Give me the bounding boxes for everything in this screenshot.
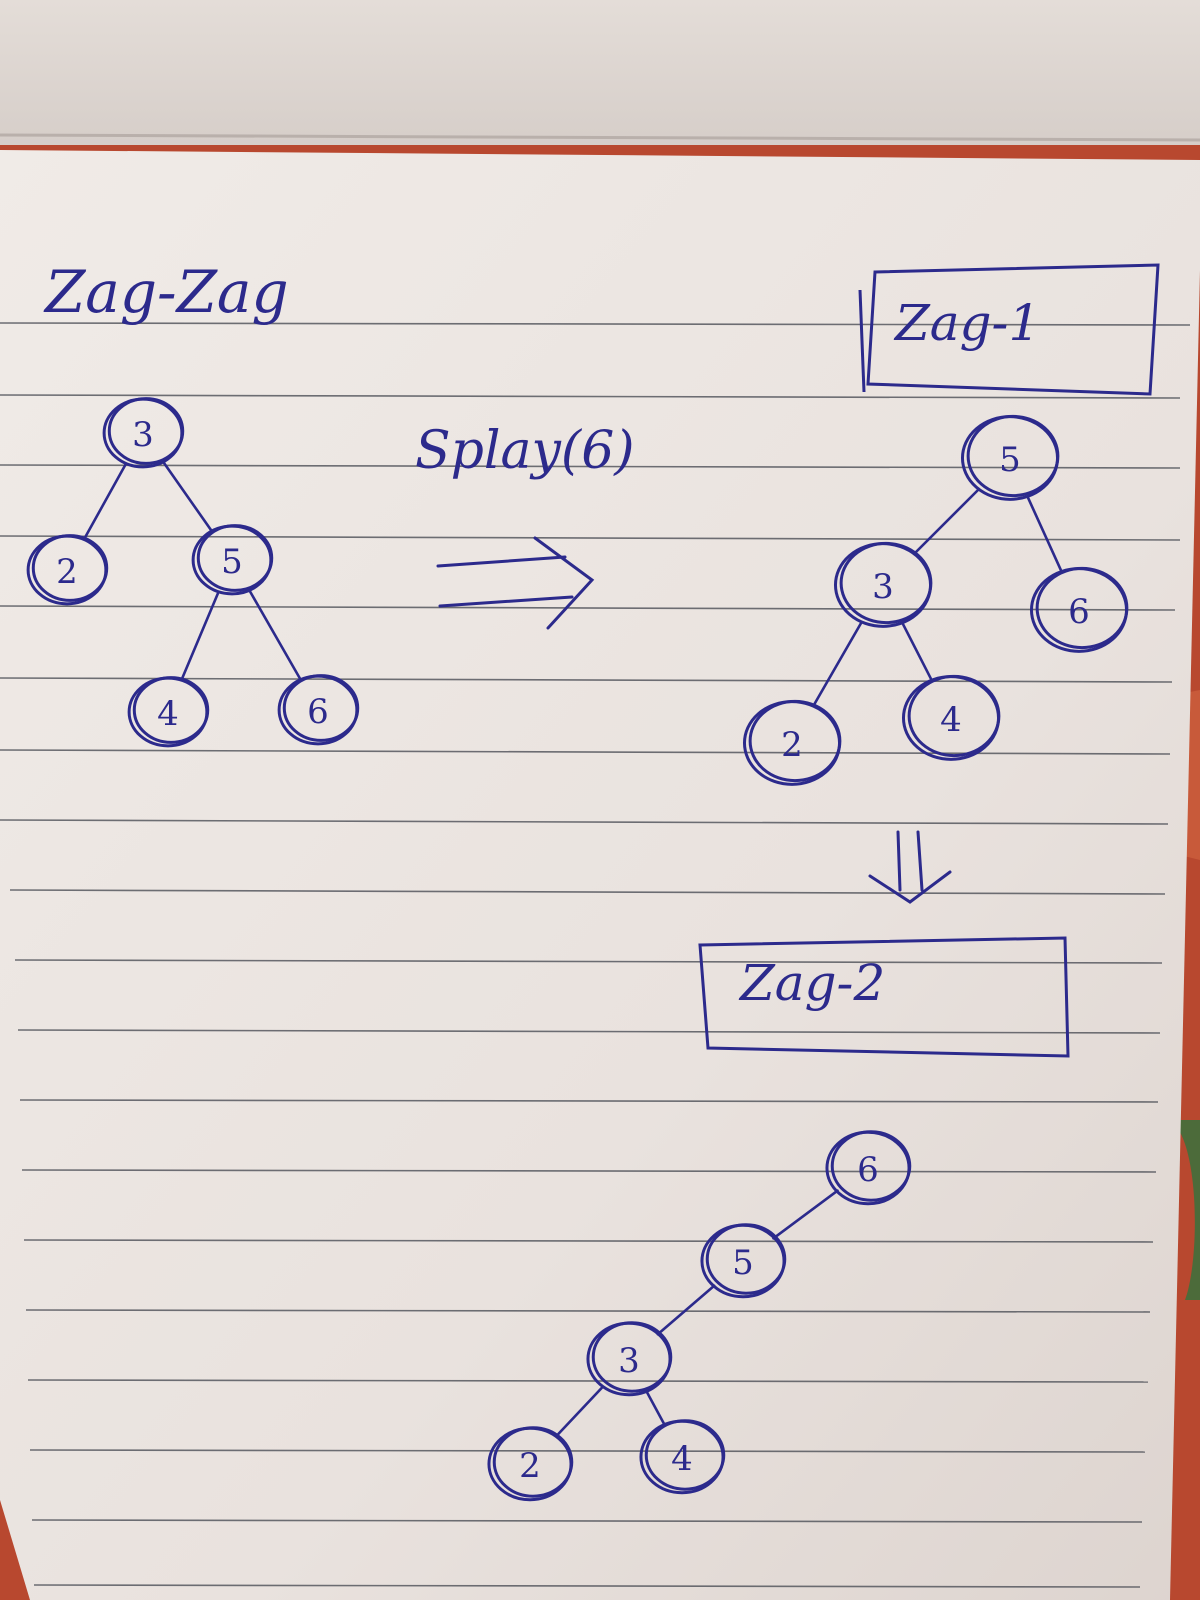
tree-node-key: 6 (857, 1150, 879, 1190)
tree-edge (248, 589, 302, 681)
double-arrow-right-icon (436, 536, 595, 630)
tree-node: 2 (26, 534, 109, 606)
tree-edge (554, 1385, 605, 1438)
tree-node-key: 2 (519, 1446, 541, 1486)
tree-node: 6 (825, 1130, 912, 1206)
tree-edge (772, 1189, 839, 1240)
tree-node: 6 (277, 674, 360, 746)
tree-node-key: 2 (56, 552, 78, 592)
tree-node-key: 3 (872, 567, 894, 607)
tree-node-key: 4 (157, 694, 179, 734)
tree-node-circle-overstroke (907, 674, 1001, 758)
tree-node-key: 5 (732, 1243, 754, 1283)
tree-node-circle-overstroke (705, 1223, 787, 1295)
tree-edge (162, 461, 213, 532)
tree-node: 5 (191, 524, 274, 596)
tree-edge (656, 1284, 716, 1336)
tree-node-circle-overstroke (748, 699, 842, 783)
tree-node: 2 (487, 1426, 574, 1502)
tree-node-circle-overstroke (107, 397, 185, 465)
tree-node-circle-overstroke (492, 1426, 574, 1498)
double-arrow-down-icon (868, 830, 952, 904)
tree-initial: 3 2 5 4 6 (26, 397, 360, 748)
tree-node: 3 (833, 541, 933, 628)
tree-node: 4 (901, 674, 1001, 761)
title-zag-zag: Zag-Zag (43, 258, 289, 326)
tree-node: 3 (102, 397, 185, 469)
tree-node: 3 (586, 1321, 673, 1397)
tree-edge (645, 1391, 666, 1425)
tree-node-circle-overstroke (31, 534, 109, 602)
tree-node: 6 (1029, 566, 1129, 653)
operation-label: Splay(6) (415, 421, 635, 481)
tree-node-key: 4 (671, 1439, 693, 1479)
tree-node-key: 3 (618, 1341, 640, 1381)
tree-edge (180, 591, 220, 681)
tree-node-key: 4 (940, 700, 962, 740)
step-box-zag-2: Zag-2 (698, 936, 1070, 1058)
tree-after-zag-1: 5 3 6 2 4 (742, 414, 1129, 786)
upper-sheet (0, 0, 1200, 145)
tree-node-key: 5 (999, 440, 1021, 480)
tree-node-circle-overstroke (591, 1321, 673, 1393)
step-label-zag-1: Zag-1 (893, 294, 1040, 352)
tree-node: 5 (700, 1223, 787, 1299)
tree-node-key: 5 (221, 542, 243, 582)
ruled-lines (0, 322, 1191, 1588)
tree-node-circle-overstroke (196, 524, 274, 592)
tree-edge (83, 463, 127, 540)
tree-edge (912, 487, 981, 556)
tree-node-key: 2 (781, 725, 803, 765)
step-box-zag-1: Zag-1 (858, 263, 1160, 396)
tree-node: 5 (960, 414, 1060, 501)
tree-node-circle-overstroke (966, 414, 1060, 498)
tree-node-circle-overstroke (839, 541, 933, 625)
tree-node-key: 3 (132, 415, 154, 455)
step-label-zag-2: Zag-2 (738, 954, 885, 1012)
tree-after-zag-2: 6 5 3 2 4 (487, 1130, 912, 1502)
tree-edge (1026, 496, 1063, 572)
tree-node-circle-overstroke (132, 676, 210, 744)
tree-edge (812, 621, 863, 707)
tree-node-key: 6 (307, 692, 329, 732)
tree-node-circle-overstroke (282, 674, 360, 742)
tree-edge (901, 622, 933, 681)
tree-node-circle-overstroke (830, 1130, 912, 1202)
tree-node: 2 (742, 699, 842, 786)
tree-node: 4 (127, 676, 210, 748)
tree-node-key: 6 (1068, 592, 1090, 632)
tree-node: 4 (639, 1419, 726, 1495)
tree-node-circle-overstroke (1035, 566, 1129, 650)
notebook-page (0, 150, 1200, 1600)
tree-node-circle-overstroke (644, 1419, 726, 1491)
